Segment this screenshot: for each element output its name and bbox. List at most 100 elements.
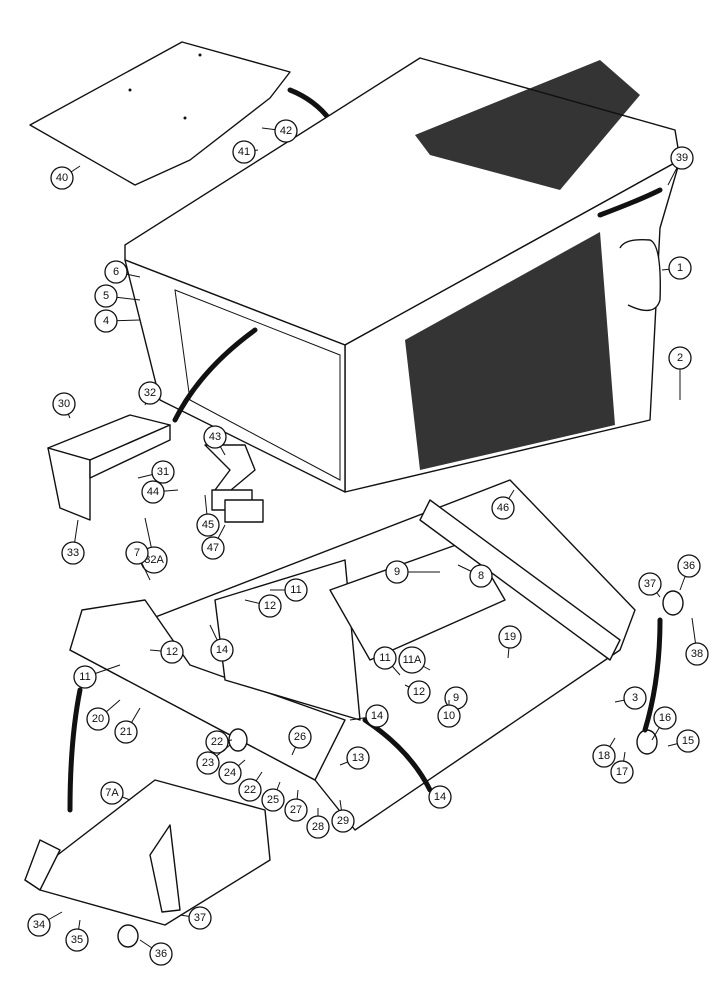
callout-21: 21 — [114, 707, 141, 744]
callout-number: 24 — [224, 767, 236, 779]
callout-16: 16 — [651, 706, 677, 741]
callout-number: 37 — [644, 578, 656, 590]
callout-number: 9 — [453, 692, 459, 704]
callout-14: 14 — [209, 624, 234, 662]
callout-46: 46 — [491, 489, 515, 520]
callout-10: 10 — [437, 700, 461, 728]
callout-number: 12 — [264, 600, 276, 612]
callout-circle — [205, 730, 229, 754]
callout-36: 36 — [139, 939, 173, 966]
callout-number: 23 — [202, 757, 214, 769]
callout-number: 34 — [33, 919, 45, 931]
callout-circle — [27, 913, 51, 937]
callout-31: 31 — [137, 460, 175, 484]
callout-circle — [668, 346, 692, 370]
callout-number: 15 — [682, 735, 694, 747]
callout-number: 39 — [676, 152, 688, 164]
callout-number: 12 — [166, 646, 178, 658]
callout-25: 25 — [261, 781, 285, 812]
callout-number: 16 — [659, 712, 671, 724]
callout-14: 14 — [428, 785, 452, 809]
callout-4: 4 — [94, 309, 141, 333]
callout-11: 11 — [373, 646, 401, 676]
callout-circle — [94, 309, 118, 333]
callout-circle — [365, 704, 389, 728]
callout-circle — [196, 751, 220, 775]
roller-36-lower — [117, 924, 139, 948]
callout-number: 26 — [294, 731, 306, 743]
callout-number: 38 — [691, 648, 703, 660]
callout-8: 8 — [457, 564, 493, 588]
callout-circle — [114, 720, 138, 744]
callout-number: 11 — [379, 652, 390, 664]
callout-number: 42 — [280, 125, 292, 137]
callout-circle — [288, 725, 312, 749]
callout-2: 2 — [668, 346, 692, 400]
callout-number: 1 — [677, 262, 683, 274]
callout-number: 18 — [598, 750, 610, 762]
callout-circle — [398, 646, 426, 674]
callout-circle — [238, 778, 262, 802]
callout-number: 6 — [113, 266, 119, 278]
callout-circle — [73, 665, 97, 689]
callout-number: 32 — [144, 387, 156, 399]
callout-32: 32 — [138, 381, 162, 406]
callout-number: 19 — [504, 631, 516, 643]
callout-32a: 32A — [140, 517, 168, 574]
callout-28: 28 — [306, 808, 330, 839]
callout-12: 12 — [244, 594, 282, 618]
callout-12: 12 — [149, 640, 184, 664]
callout-33: 33 — [61, 519, 85, 565]
callout-22: 22 — [205, 730, 233, 754]
callout-9: 9 — [385, 560, 440, 584]
callout-11: 11 — [270, 578, 308, 602]
callout-34: 34 — [27, 911, 63, 937]
arc-side-to-roller — [642, 617, 663, 733]
callout-circle — [274, 119, 298, 143]
callout-circle — [469, 564, 493, 588]
callout-number: 36 — [155, 948, 167, 960]
callout-circle — [149, 942, 173, 966]
callout-circle — [232, 140, 256, 164]
callout-circle — [258, 594, 282, 618]
callout-circle — [284, 798, 308, 822]
callout-number: 32A — [144, 554, 164, 566]
callout-39: 39 — [667, 146, 694, 186]
callout-number: 5 — [103, 290, 109, 302]
callout-23: 23 — [196, 744, 231, 775]
callout-18: 18 — [592, 737, 616, 768]
cover-plate — [29, 41, 291, 186]
callout-circle — [373, 646, 397, 670]
callout-number: 37 — [194, 912, 206, 924]
callout-number: 2 — [677, 352, 683, 364]
callout-circle — [668, 256, 692, 280]
top-grille — [415, 60, 640, 190]
callout-24: 24 — [218, 759, 246, 785]
callout-41: 41 — [232, 140, 259, 164]
callout-circle — [428, 785, 452, 809]
callout-circle — [125, 541, 149, 565]
callout-circle — [196, 513, 220, 537]
callout-3: 3 — [614, 686, 647, 710]
callout-number: 11A — [403, 654, 422, 666]
callout-circle — [141, 480, 165, 504]
callout-45: 45 — [196, 494, 220, 537]
callout-circle — [306, 815, 330, 839]
callout-circle — [491, 496, 515, 520]
callout-circle — [203, 425, 227, 449]
callout-circle — [218, 761, 242, 785]
front-grille — [405, 232, 615, 470]
callout-circle — [638, 572, 662, 596]
callout-7: 7 — [125, 541, 151, 581]
callout-number: 3 — [632, 692, 638, 704]
callout-44: 44 — [141, 480, 179, 504]
main-frame — [69, 479, 636, 831]
callout-35: 35 — [65, 919, 89, 952]
callout-42: 42 — [261, 119, 298, 143]
callout-26: 26 — [288, 725, 312, 756]
callout-number: 28 — [312, 821, 324, 833]
callout-circle — [331, 809, 355, 833]
callout-37: 37 — [179, 906, 212, 930]
callout-number: 45 — [202, 519, 214, 531]
